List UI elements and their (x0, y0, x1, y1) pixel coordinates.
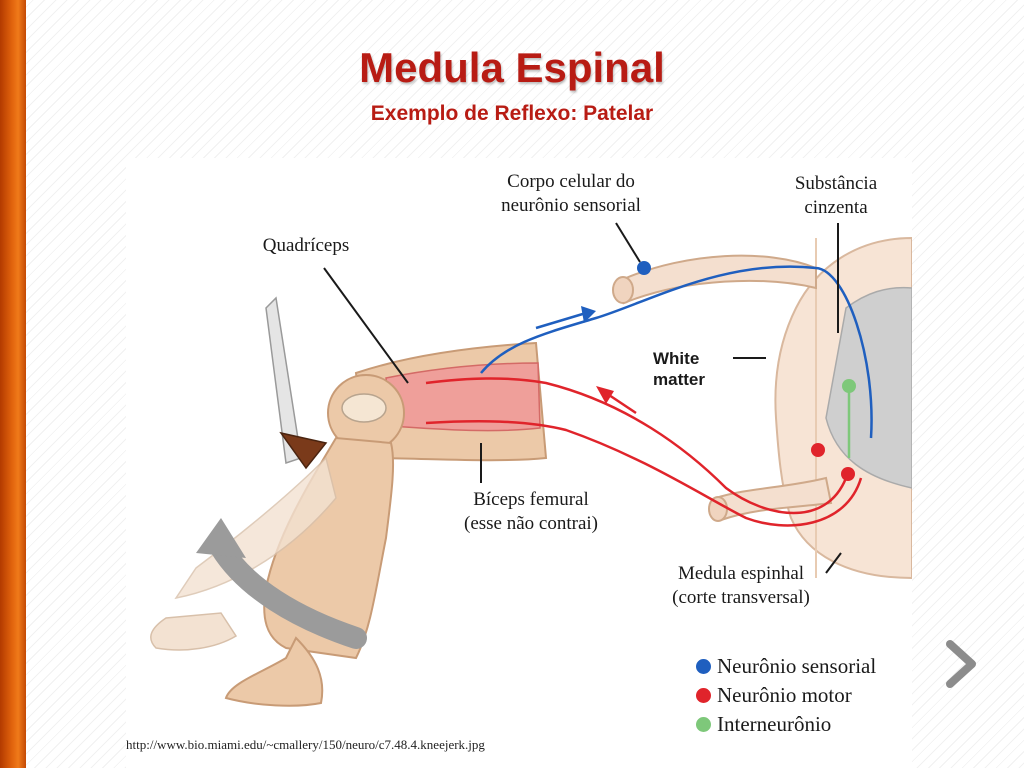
label-medula-espinhal: Medula espinhal (corte transversal) (672, 563, 810, 608)
movement-arrow (210, 537, 367, 649)
label-quadriceps: Quadríceps (262, 235, 350, 256)
next-slide-button[interactable] (944, 640, 978, 688)
motor-neuron-path (425, 377, 848, 515)
legend-dot-interneuron (696, 717, 711, 732)
slide-subtitle: Exemplo de Reflexo: Patelar (370, 102, 654, 125)
reflex-illustration (150, 222, 913, 707)
legend-dot-sensory (696, 659, 711, 674)
legend: Neurônio sensorial Neurônio motor Intern… (696, 652, 876, 739)
label-substancia-cinzenta: Substância cinzenta (794, 173, 878, 218)
legend-item-sensory: Neurônio sensorial (696, 652, 876, 681)
legend-item-motor: Neurônio motor (696, 681, 876, 710)
legend-dot-motor (696, 688, 711, 703)
motor-cell-body (811, 443, 825, 457)
sensory-neuron-path (480, 265, 873, 439)
spinal-cord-section (774, 236, 913, 580)
leg-illustration (150, 296, 548, 707)
sensory-cell-body (637, 261, 651, 275)
label-corpo-celular: Corpo celular do neurônio sensorial (501, 171, 641, 216)
chevron-right-icon (946, 640, 976, 688)
legend-item-interneuron: Interneurônio (696, 710, 876, 739)
interneuron-cell-body (842, 379, 856, 393)
slide-title: Medula Espinal (359, 44, 665, 91)
label-white-matter: White matter (653, 349, 705, 389)
slide-accent-bar (0, 0, 26, 768)
image-source-url: http://www.bio.miami.edu/~cmallery/150/n… (126, 737, 485, 752)
label-biceps-femural: Bíceps femural (esse não contrai) (464, 489, 598, 534)
reflex-diagram: Corpo celular do neurônio sensorial Subs… (126, 158, 913, 768)
